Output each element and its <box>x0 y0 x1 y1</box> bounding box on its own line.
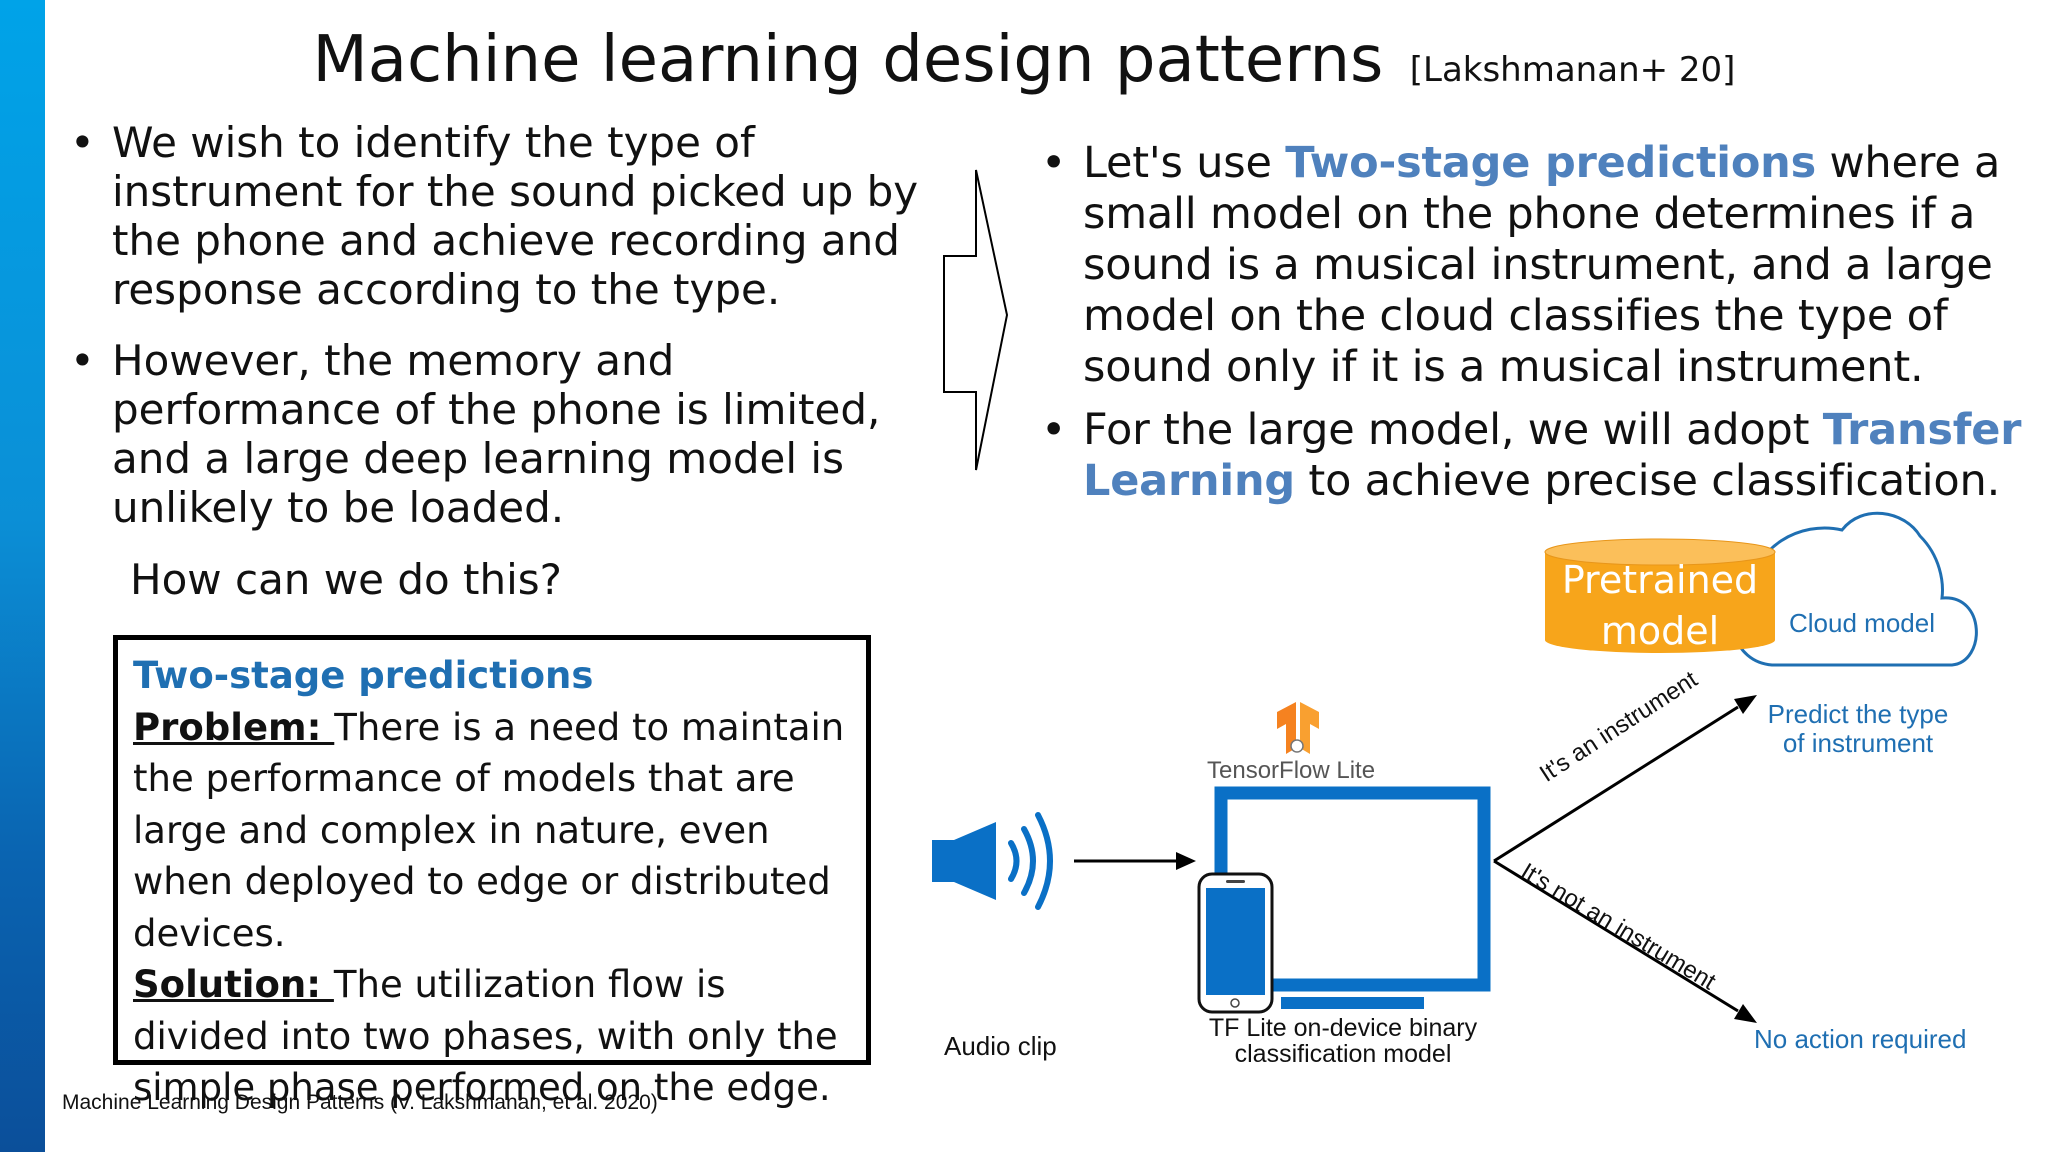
phone-icon <box>1197 872 1274 1014</box>
no-arrow-head <box>1734 1004 1757 1023</box>
right-bullet-1: Let's use Two-stage predictions where a … <box>1041 138 2043 393</box>
left-bullet-2: However, the memory and performance of t… <box>70 336 932 532</box>
database-icon <box>1544 538 1776 653</box>
audio-clip-label: Audio clip <box>944 1031 1057 1061</box>
right-bullet-1-post: where a small model on the phone determi… <box>1083 138 2001 392</box>
tensorflow-lite-label: TensorFlow Lite <box>1207 757 1376 784</box>
left-bullet-list: We wish to identify the type of instrume… <box>70 118 932 554</box>
solution-text: The utilization flow is divided into two… <box>133 963 838 1109</box>
audio-arrow-head <box>1176 852 1196 870</box>
transition-arrow-icon <box>943 169 1009 471</box>
tflite-line-2: classification model <box>1234 1040 1452 1068</box>
pretrained-line-1: Pretrained <box>1561 558 1759 602</box>
left-accent-stripe <box>0 0 45 1152</box>
title-main: Machine learning design patterns <box>312 23 1384 97</box>
pretrained-model-label: Pretrained model <box>1545 555 1775 657</box>
right-bullet-1-pre: Let's use <box>1083 138 1286 188</box>
yes-arrow-head <box>1734 695 1757 714</box>
question-text: How can we do this? <box>130 555 562 604</box>
no-action-label: No action required <box>1754 1024 1967 1054</box>
problem-label: Problem: <box>133 705 335 749</box>
tensorflow-logo-icon <box>1277 702 1319 754</box>
right-bullet-1-highlight: Two-stage predictions <box>1285 138 1816 188</box>
tflite-model-label: TF Lite on-device binary classification … <box>1193 1015 1493 1067</box>
cloud-model-label: Cloud model <box>1789 608 1935 638</box>
pattern-box-title: Two-stage predictions <box>133 654 594 697</box>
right-bullet-list: Let's use Two-stage predictions where a … <box>1041 138 2043 519</box>
right-bullet-2: For the large model, we will adopt Trans… <box>1041 405 2043 507</box>
pattern-summary-box: Two-stage predictions Problem: There is … <box>113 635 871 1109</box>
predict-line-2: of instrument <box>1782 728 1934 758</box>
speaker-icon <box>932 812 1053 910</box>
solution-label: Solution: <box>133 963 334 1006</box>
left-bullet-1: We wish to identify the type of instrume… <box>70 118 932 314</box>
right-bullet-2-highlight: Transfer Learning <box>1083 405 2022 506</box>
problem-text: There is a need to maintain the performa… <box>133 705 845 955</box>
right-bullet-2-post: to achieve precise classification. <box>1294 456 2001 506</box>
solution-paragraph: Solution: The utilization flow is divide… <box>133 959 863 1114</box>
predict-type-label: Predict the type of instrument <box>1748 700 1968 758</box>
problem-paragraph: Problem: There is a need to maintain the… <box>133 702 863 960</box>
title-citation: [Lakshmanan+ 20] <box>1409 50 1736 90</box>
footnote-reference: Machine Learning Design Patterns (V. Lak… <box>62 1091 658 1114</box>
right-bullet-2-pre: For the large model, we will adopt <box>1083 405 1823 455</box>
predict-line-1: Predict the type <box>1767 699 1949 729</box>
slide-title: Machine learning design patterns [Lakshm… <box>0 20 2048 110</box>
tflite-line-1: TF Lite on-device binary <box>1208 1014 1478 1042</box>
pretrained-line-2: model <box>1600 609 1720 653</box>
